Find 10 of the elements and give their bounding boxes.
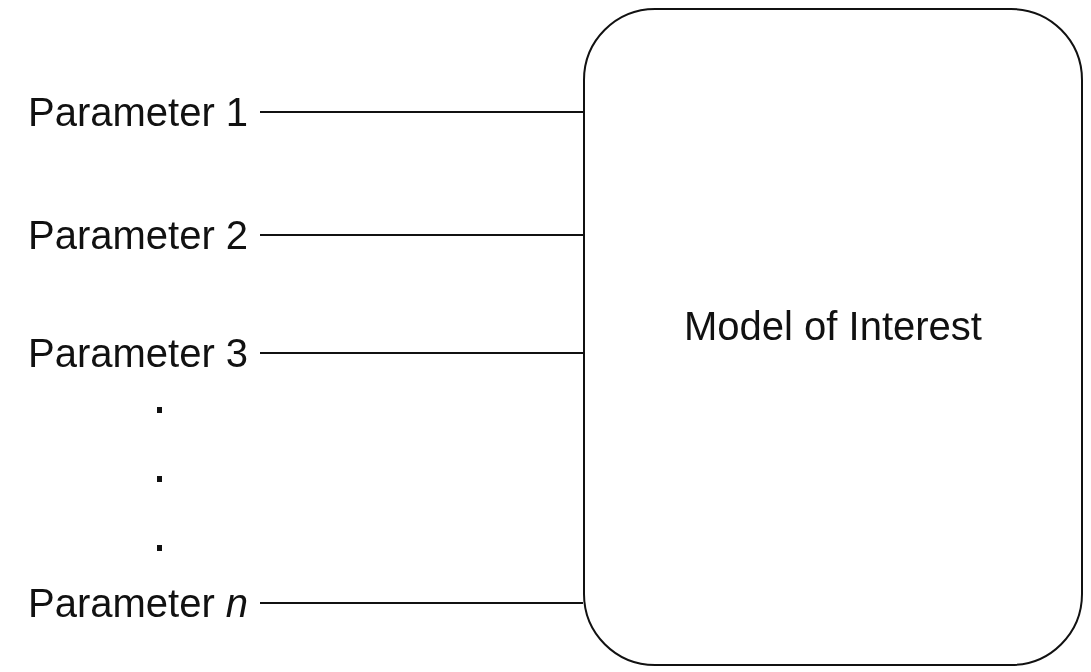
connector-line <box>259 111 584 113</box>
model-box <box>583 8 1083 666</box>
connector-line <box>259 602 584 604</box>
connector-line <box>259 234 584 236</box>
parameter-label: Parameter 3 <box>28 328 261 378</box>
parameter-label: Parameter 1 <box>28 87 261 137</box>
model-label: Model of Interest <box>684 303 982 349</box>
parameter-label: Parameter 2 <box>28 210 261 260</box>
connector-line <box>259 352 584 354</box>
parameter-label: Parameter n <box>28 578 261 628</box>
